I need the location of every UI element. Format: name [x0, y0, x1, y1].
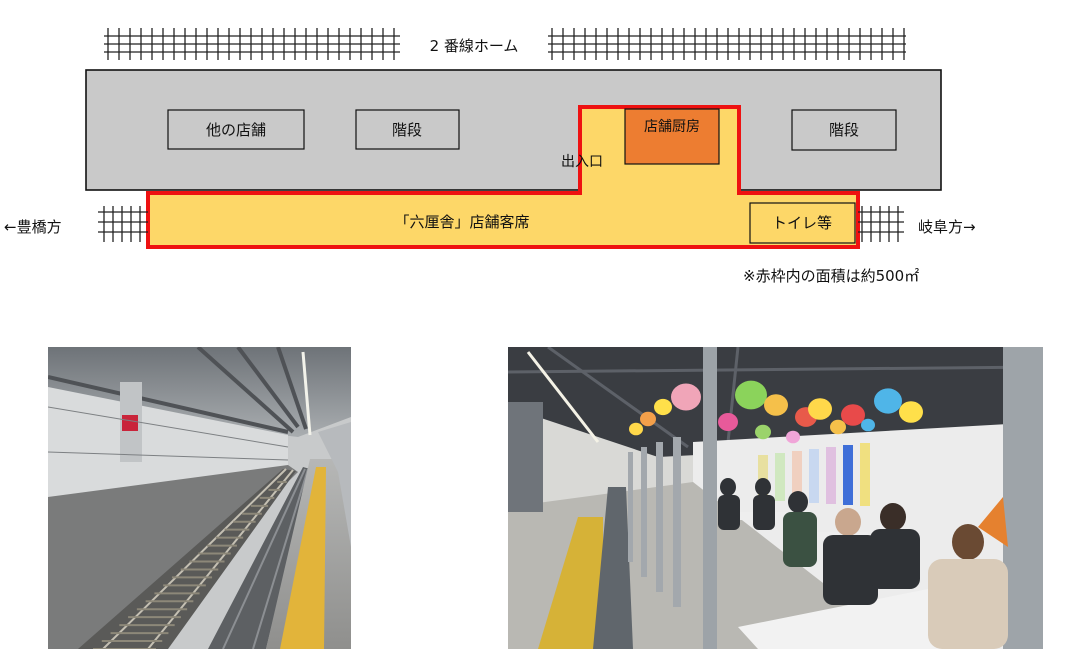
direction-right-label: 岐阜方→ [918, 218, 976, 236]
track-top-right [548, 28, 906, 60]
other-store-box [167, 109, 305, 150]
area-note: ※赤枠内の面積は約500㎡ [743, 267, 919, 285]
stairs-left-box [355, 109, 460, 150]
seating-label: 「六厘舎」店舗客席 [394, 213, 529, 231]
direction-left-label: ←豊橋方 [4, 218, 62, 236]
restaurant-photo [508, 347, 1043, 649]
toilet-box [749, 202, 856, 244]
entrance-label: 出入口 [561, 154, 603, 170]
stairs-right-box [791, 109, 897, 151]
track-top-left [104, 28, 400, 60]
stairs-left-label: 階段 [392, 121, 422, 139]
track-bottom-left [98, 206, 148, 242]
platform-label: 2 番線ホーム [430, 37, 519, 55]
other-store-label: 他の店舗 [206, 121, 266, 139]
toilet-label: トイレ等 [772, 214, 832, 232]
platform-photo [48, 347, 351, 649]
kitchen-label: 店舗厨房 [644, 119, 700, 135]
lantern-seating-photo-icon [508, 347, 1043, 649]
stairs-right-label: 階段 [829, 121, 859, 139]
track-bottom-right [858, 206, 904, 242]
kitchen-box [624, 108, 720, 165]
floor-plan-diagram: 2 番線ホーム 他の店舗 階段 階段 店舗厨房 出入口 「六厘舎」店舗客席 トイ… [4, 28, 976, 285]
railway-platform-photo-icon [48, 347, 351, 649]
